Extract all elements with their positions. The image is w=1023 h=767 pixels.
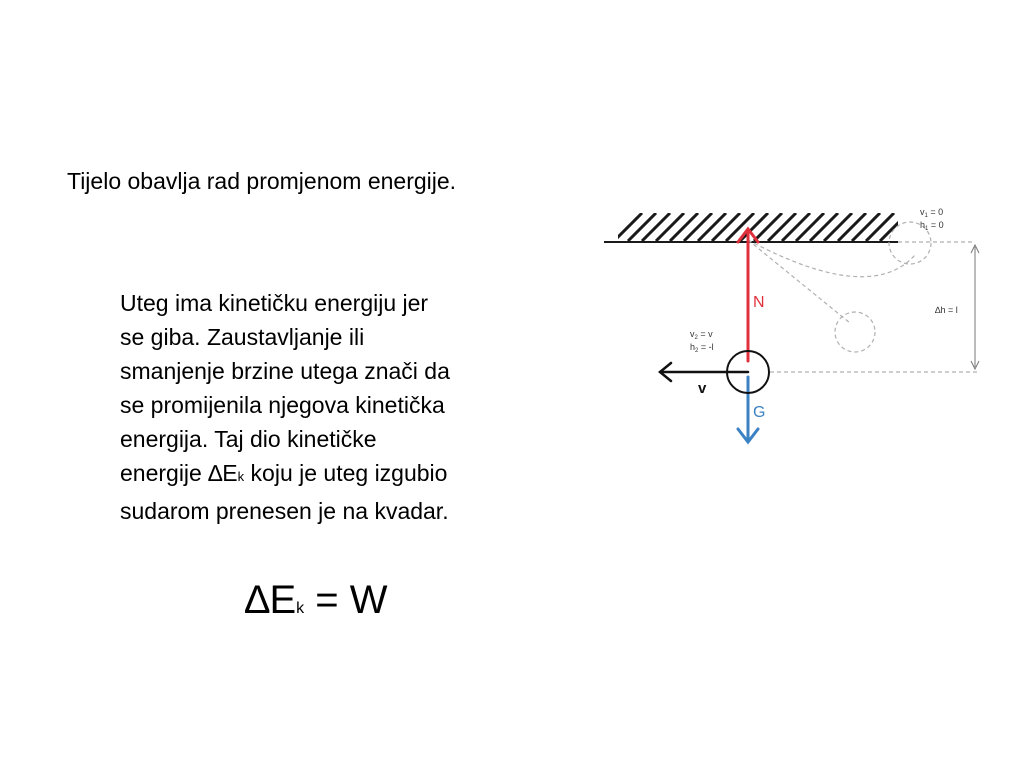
formula-rest: = W xyxy=(304,578,388,622)
ceiling-hatching xyxy=(618,213,898,241)
paragraph-line-energy: energije ∆Ek koju je uteg izgubio xyxy=(120,456,580,494)
paragraph-line: smanjenje brzine utega znači da xyxy=(120,358,450,384)
paragraph-line: se promijenila njegova kinetička xyxy=(120,392,445,418)
label-h2-value: = -l xyxy=(698,342,713,352)
label-v2-symbol: v xyxy=(690,329,695,339)
paragraph-line: sudarom prenesen je na kvadar. xyxy=(120,498,449,524)
paragraph-line: energija. Taj dio kinetičke xyxy=(120,426,377,452)
label-h2-sub: 2 xyxy=(695,348,699,354)
label-delta-h: ∆h = l xyxy=(935,305,958,315)
label-h1-sub: 1 xyxy=(925,226,929,232)
label-h1-symbol: h xyxy=(920,220,925,230)
label-g: G xyxy=(753,404,765,421)
label-h2-symbol: h xyxy=(690,342,695,352)
label-v2-value: = v xyxy=(698,329,713,339)
paragraph-line: se giba. Zaustavljanje ili xyxy=(120,324,365,350)
velocity-arrow xyxy=(658,361,750,383)
label-v1: v1 = 0 xyxy=(920,207,943,219)
paragraph-line: Uteg ima kinetičku energiju jer xyxy=(120,290,429,316)
label-h1-value: = 0 xyxy=(928,220,943,230)
label-v2: v2 = v xyxy=(690,329,713,341)
label-h1: h1 = 0 xyxy=(920,220,944,232)
subscript-k: k xyxy=(296,600,305,617)
normal-force-arrow xyxy=(736,226,760,363)
dashed-guides xyxy=(747,221,980,373)
label-n: N xyxy=(753,294,765,311)
label-h2: h2 = -l xyxy=(690,342,714,354)
label-v2-sub: 2 xyxy=(695,335,699,341)
label-v1-symbol: v xyxy=(920,207,925,217)
gravity-force-arrow xyxy=(736,375,760,445)
paragraph-text: energije xyxy=(120,460,209,486)
slide-title: Tijelo obavlja rad promjenom energije. xyxy=(67,168,457,194)
subscript-k: k xyxy=(237,469,245,484)
explanation-paragraph: Uteg ima kinetičku energiju jer se giba.… xyxy=(120,286,580,528)
paragraph-text: koju je uteg izgubio xyxy=(244,460,448,486)
pendulum-diagram: N G v v1 = 0 h1 = 0 v2 = v h2 = -l ∆h = … xyxy=(604,207,980,445)
label-v: v xyxy=(698,380,707,397)
label-v1-sub: 1 xyxy=(925,213,929,219)
height-dimension-arrow xyxy=(970,243,980,371)
delta-e-symbol: ∆E xyxy=(208,460,238,486)
energy-work-formula: ∆Ek = W xyxy=(245,578,388,623)
label-v1-value: = 0 xyxy=(928,207,943,217)
delta-e-symbol: ∆E xyxy=(245,578,297,622)
pendulum-weight xyxy=(726,350,770,394)
